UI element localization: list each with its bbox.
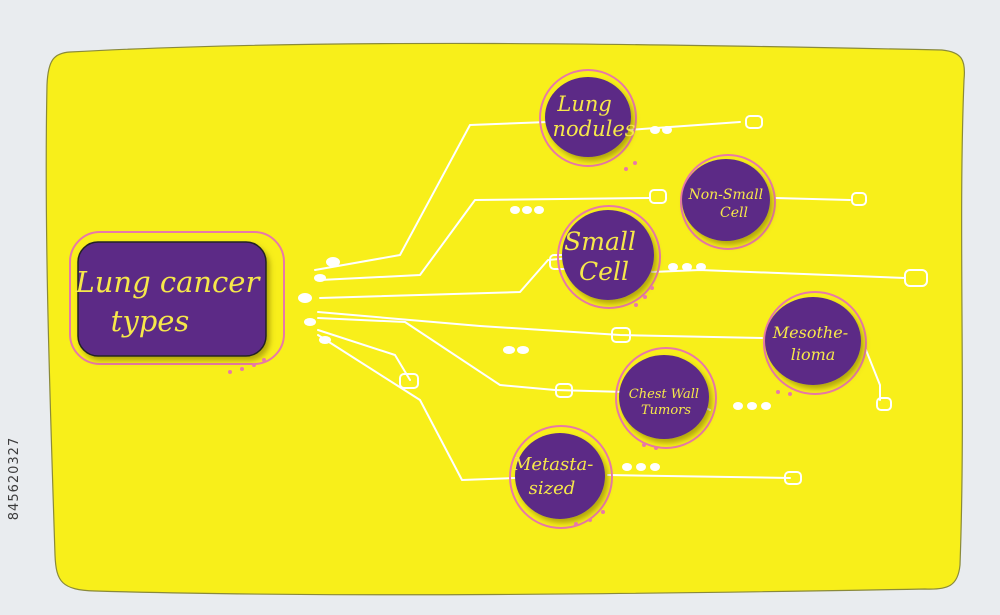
node-disc [765, 297, 861, 385]
endpoint-pad [745, 115, 763, 129]
connector-meta [317, 334, 516, 481]
endpoint-pad [904, 269, 928, 287]
node-label-non-small-cell: Non-Small Cell [687, 187, 767, 221]
node-lung-nodules-line-2: nodules [552, 117, 635, 141]
main-node-ring [69, 231, 285, 365]
side-id-code-text: 845620327 [7, 436, 23, 520]
endpoint-pad [611, 327, 631, 343]
node-mesothelioma: Mesothe- lioma [763, 291, 867, 395]
endpoint-dot [636, 463, 646, 471]
connector-non-small [319, 197, 651, 281]
node-non-small-cell-line-1: Non-Small [687, 187, 763, 203]
connector-chest [317, 329, 411, 381]
node-non-small-cell-line-2: Cell [720, 205, 748, 221]
node-mesothelioma-line-1: Mesothe- [772, 323, 848, 342]
node-disc [545, 77, 631, 157]
node-ring [509, 425, 613, 529]
node-disc [682, 159, 770, 241]
endpoint-pad [649, 189, 667, 204]
connector-meso-branch [317, 317, 626, 393]
node-ring [680, 154, 776, 250]
endpoint-dot [534, 206, 544, 214]
connector-nodules [314, 121, 549, 271]
node-ring [763, 291, 867, 395]
endpoint-dot [503, 346, 515, 354]
endpoint-dot [319, 336, 331, 344]
main-node-line-2: types [111, 304, 190, 338]
node-ring [557, 205, 661, 309]
endpoint-dot [696, 263, 706, 271]
main-node-line-1: Lung cancer [74, 265, 261, 299]
endpoint-dot [314, 274, 326, 282]
endpoint-dot [747, 402, 757, 410]
node-metastasized: Metasta- sized [509, 425, 613, 529]
node-label-metastasized: Metasta- sized [512, 454, 599, 499]
connector-endpoints [298, 126, 771, 471]
node-ring [539, 69, 637, 167]
node-label-chest-wall-tumors: Chest Wall Tumors [629, 387, 703, 418]
node-lung-nodules: Lung nodules [539, 69, 637, 167]
node-metastasized-line-1: Metasta- [512, 454, 593, 475]
endpoint-dot [510, 206, 520, 214]
endpoint-pad [399, 373, 419, 389]
endpoint-pad [876, 397, 892, 411]
node-label-mesothelioma: Mesothe- lioma [772, 323, 853, 364]
connector-nodules-tail [627, 121, 741, 131]
endpoint-dot [761, 402, 771, 410]
connector-meso-tail [865, 349, 881, 401]
main-node-accent-dots [228, 358, 266, 374]
main-node-box [77, 241, 267, 357]
side-id-code: 845620327 [4, 378, 26, 578]
endpoint-dot [682, 263, 692, 271]
endpoint-dot [622, 463, 632, 471]
endpoint-pad [851, 192, 867, 206]
endpoint-dot [522, 206, 532, 214]
node-small-cell-line-2: Cell [579, 257, 629, 286]
endpoint-dot [304, 318, 316, 326]
node-metastasized-line-2: sized [529, 478, 576, 499]
endpoint-dot [650, 463, 660, 471]
endpoint-pad [555, 383, 573, 398]
node-label-lung-nodules: Lung nodules [552, 92, 635, 141]
endpoint-dot [650, 126, 660, 134]
endpoint-dot [326, 257, 340, 267]
node-label-small-cell: Small Cell [564, 227, 644, 286]
node-small-cell-line-1: Small [564, 227, 636, 256]
node-chest-wall-tumors-line-2: Tumors [641, 403, 691, 418]
node-chest-wall-tumors-line-1: Chest Wall [629, 387, 699, 402]
endpoint-dot [517, 346, 529, 354]
node-disc [619, 355, 709, 439]
node-ring [615, 347, 717, 449]
node-chest-wall-tumors: Chest Wall Tumors [615, 347, 717, 449]
node-disc [562, 210, 654, 300]
node-non-small-cell: Non-Small Cell [680, 154, 776, 250]
node-small-cell: Small Cell [557, 205, 661, 309]
endpoint-dot [733, 402, 743, 410]
connector-meta-tail [607, 474, 791, 479]
node-disc [515, 433, 605, 519]
main-node-label: Lung cancer types [74, 265, 268, 338]
connector-pads [399, 115, 928, 485]
endpoint-dot [662, 126, 672, 134]
node-mesothelioma-line-2: lioma [791, 345, 836, 364]
endpoint-dot [298, 293, 312, 303]
main-node: Lung cancer types [69, 231, 285, 374]
endpoint-dot [668, 263, 678, 271]
connector-non-small-tail [774, 197, 851, 201]
endpoint-pad [784, 471, 802, 485]
connector-meso [317, 311, 763, 339]
node-lung-nodules-line-1: Lung [556, 92, 611, 116]
connector-lines [314, 121, 906, 481]
pink-accent-dots [574, 161, 792, 526]
